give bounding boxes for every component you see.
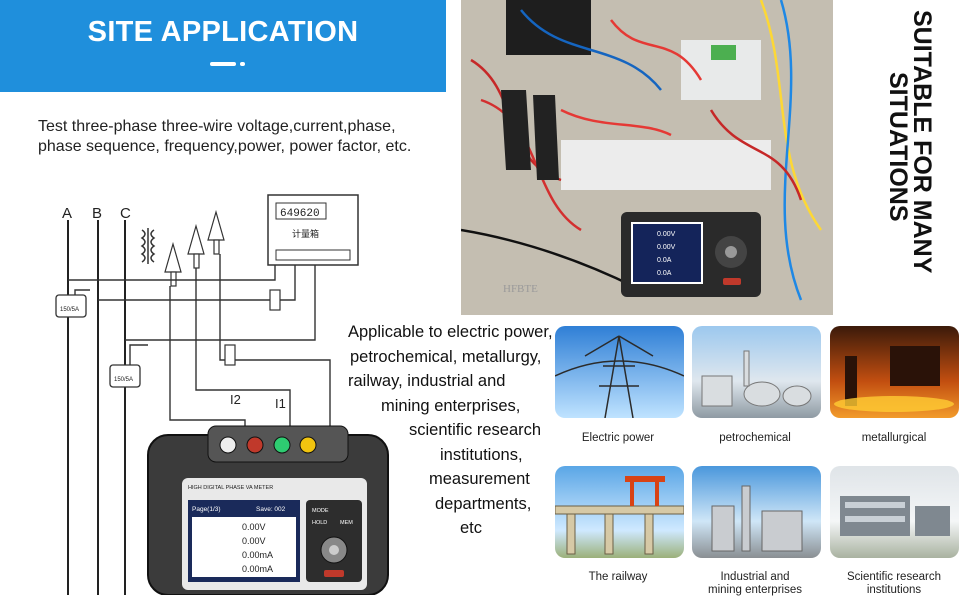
railway-image	[555, 466, 684, 558]
transformer-icon	[140, 228, 156, 264]
intro-line-2: phase sequence, frequency,power, power f…	[38, 138, 412, 155]
photo-watermark: HFBTE	[503, 283, 538, 295]
banner-title: SITE APPLICATION	[87, 16, 359, 48]
screen-header-left: Page(1/3)	[192, 506, 221, 513]
hold-key: HOLD	[312, 520, 327, 526]
petrochemical-image	[692, 326, 821, 418]
wiring-cabinet-photo: 0.00V 0.00V 0.0A 0.0A HFBTE	[461, 0, 833, 315]
applications-text: Applicable to electric power, petrochemi…	[348, 320, 558, 541]
applications-line-3: railway, industrial and	[348, 372, 506, 390]
photo-screen-row-2: 0.00V	[657, 244, 676, 251]
mem-key: MEM	[340, 520, 353, 526]
caption-petrochemical: petrochemical	[719, 432, 791, 444]
intro-line-1: Test three-phase three-wire voltage,curr…	[38, 118, 396, 135]
applications-line-2: petrochemical, metallurgy,	[350, 347, 542, 366]
side-heading-line-1: SUITABLE FOR MANY	[908, 10, 936, 274]
clamp-label-1: 150/5A	[60, 307, 79, 313]
electric-power-image	[555, 326, 684, 418]
caption-electric-power: Electric power	[581, 432, 655, 444]
caption-industrial-mining: Industrial and mining enterprises	[708, 571, 802, 596]
current-transformer-2: 150/5A	[109, 364, 141, 388]
applications-line-5: scientific research	[409, 421, 542, 439]
screen-row-3: 0.00mA	[242, 550, 273, 560]
applications-line-4: mining enterprises,	[381, 396, 521, 415]
phase-label-a: A	[62, 205, 72, 222]
energy-meter-icon: 649620 计量箱	[267, 194, 359, 266]
clamp-probes-icon	[164, 209, 225, 287]
applications-line-6: institutions,	[440, 445, 523, 464]
applications-line-8: departments,	[435, 494, 532, 513]
applications-line-9: etc	[460, 519, 483, 537]
photo-meter: 0.00V 0.00V 0.0A 0.0A	[621, 212, 761, 297]
side-heading: SUITABLE FOR MANY SITUATIONS	[884, 10, 936, 274]
banner-underline	[210, 62, 236, 66]
photo-screen-row-4: 0.0A	[657, 270, 672, 277]
caption-scientific-research: Scientific research institutions	[847, 571, 941, 596]
intro-text: Test three-phase three-wire voltage,curr…	[38, 117, 448, 157]
screen-row-1: 0.00V	[242, 522, 266, 532]
industrial-mining-image	[692, 466, 821, 558]
photo-screen-row-1: 0.00V	[657, 231, 676, 238]
phase-meter-instrument: HIGH DIGITAL PHASE VA METER Page(1/3) Sa…	[147, 425, 389, 595]
meter-display: 649620	[280, 208, 320, 220]
caption-railway: The railway	[588, 571, 648, 583]
caption-metallurgical: metallurgical	[861, 432, 927, 444]
screen-header-right: Save: 002	[256, 506, 286, 513]
photo-screen-row-3: 0.0A	[657, 257, 672, 264]
site-application-banner: SITE APPLICATION	[0, 0, 446, 92]
clamp-label-2: 150/5A	[114, 377, 133, 383]
scientific-research-image	[830, 466, 959, 558]
phase-label-c: C	[120, 205, 131, 222]
screen-row-4: 0.00mA	[242, 564, 273, 574]
metallurgical-image	[830, 326, 959, 418]
current-transformer-1: 150/5A	[55, 294, 87, 318]
applications-line-1: Applicable to electric power,	[348, 323, 553, 341]
i1-label: I1	[275, 396, 286, 411]
meter-label: 计量箱	[292, 228, 319, 240]
mode-key: MODE	[312, 508, 329, 514]
instrument-title: HIGH DIGITAL PHASE VA METER	[188, 485, 273, 491]
screen-row-2: 0.00V	[242, 536, 266, 546]
i2-label: I2	[230, 392, 241, 407]
applications-line-7: measurement	[429, 470, 530, 488]
phase-label-b: B	[92, 205, 102, 222]
wiring-diagram: A B C 649620 计量箱 150/5A 150/5A	[55, 194, 389, 595]
banner-underline-dot	[240, 62, 245, 66]
side-heading-line-2: SITUATIONS	[884, 72, 912, 222]
